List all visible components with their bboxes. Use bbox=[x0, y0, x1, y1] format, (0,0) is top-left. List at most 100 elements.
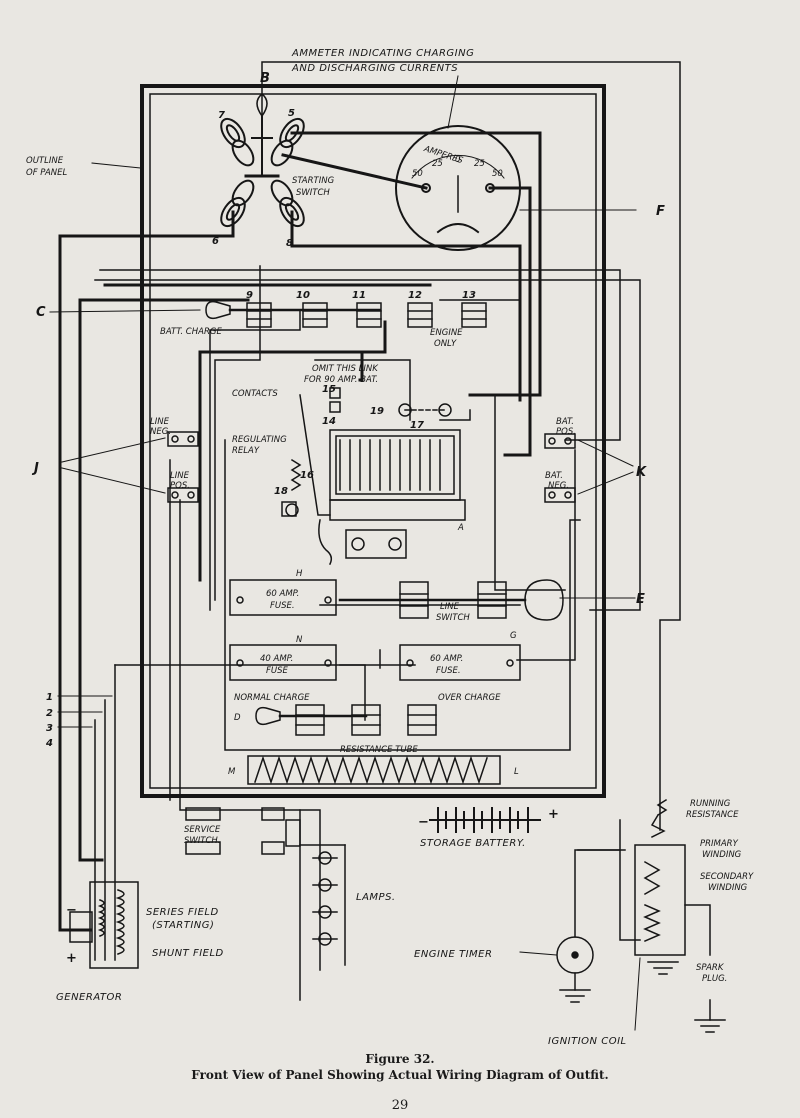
line-pos-label-line1: LINE bbox=[170, 471, 190, 481]
battery-minus: − bbox=[418, 815, 429, 830]
number-16: 16 bbox=[300, 470, 314, 481]
figure-subtitle: Front View of Panel Showing Actual Wirin… bbox=[191, 1068, 609, 1082]
number-8: 8 bbox=[286, 238, 293, 249]
letter-f: F bbox=[656, 204, 665, 219]
running-resistance-label-line2: RESISTANCE bbox=[686, 810, 739, 820]
line-pos-label-line2: POS. bbox=[170, 481, 190, 491]
line-switch-label-line1: LINE bbox=[440, 602, 460, 612]
fuses bbox=[229, 579, 521, 681]
generator-plus: + bbox=[66, 951, 77, 966]
lamps bbox=[299, 844, 346, 966]
service-switch bbox=[185, 807, 301, 855]
shunt-field-label: SHUNT FIELD bbox=[152, 948, 224, 959]
running-resistance-label-line1: RUNNING bbox=[690, 799, 731, 809]
letter-b: B bbox=[260, 71, 270, 86]
starting-switch bbox=[220, 93, 305, 228]
figure-title: Figure 32. bbox=[365, 1052, 435, 1066]
letter-e: E bbox=[636, 592, 645, 607]
outline-label-line1: OUTLINE bbox=[26, 156, 64, 166]
number-15: 15 bbox=[322, 384, 336, 395]
reference-numbers: 1 2 3 4 5 6 7 8 9 10 11 12 13 14 15 16 1… bbox=[45, 108, 476, 749]
ammeter-label-line2: AND DISCHARGING CURRENTS bbox=[291, 63, 458, 74]
storage-battery bbox=[429, 807, 541, 833]
letter-l: L bbox=[514, 767, 519, 777]
bat-pos-label-line1: BAT. bbox=[556, 417, 574, 427]
bat-pos-label-line2: POS. bbox=[556, 427, 576, 437]
fuse-40-label-line2: FUSE bbox=[266, 666, 289, 676]
engine-timer-label: ENGINE TIMER bbox=[414, 949, 492, 960]
service-switch-label-line1: SERVICE bbox=[184, 825, 221, 835]
primary-winding-label-line2: WINDING bbox=[702, 850, 742, 860]
text-labels: AMMETER INDICATING CHARGING AND DISCHARG… bbox=[26, 48, 754, 1047]
page-number: 29 bbox=[391, 1098, 409, 1113]
number-14: 14 bbox=[322, 416, 336, 427]
ignition-coil-label: IGNITION COIL bbox=[548, 1036, 627, 1047]
starting-switch-label-line2: SWITCH bbox=[296, 188, 330, 198]
series-field-label-line2: (STARTING) bbox=[152, 920, 214, 931]
secondary-winding-label-line2: WINDING bbox=[708, 883, 748, 893]
number-19: 19 bbox=[370, 406, 384, 417]
number-9: 9 bbox=[246, 290, 253, 301]
primary-winding-label-line1: PRIMARY bbox=[700, 839, 739, 849]
spark-plug-label-line1: SPARK bbox=[696, 963, 725, 973]
fuse-40-label-line1: 40 AMP. bbox=[260, 654, 293, 664]
charge-selector-plugs bbox=[255, 704, 437, 736]
over-charge-label: OVER CHARGE bbox=[438, 693, 501, 703]
number-3: 3 bbox=[46, 723, 53, 734]
number-7: 7 bbox=[218, 110, 225, 121]
number-11: 11 bbox=[352, 290, 366, 301]
scale-25-right: 25 bbox=[474, 159, 485, 169]
engine-only-label-line2: ONLY bbox=[434, 339, 457, 349]
number-12: 12 bbox=[408, 290, 422, 301]
letter-h: H bbox=[296, 569, 303, 579]
scale-50-right: 50 bbox=[492, 169, 503, 179]
outline-label-line2: OF PANEL bbox=[26, 168, 68, 178]
letter-n: N bbox=[296, 635, 303, 645]
leader-lines bbox=[49, 75, 641, 1031]
secondary-wiring bbox=[94, 61, 681, 1001]
scale-25-left: 25 bbox=[432, 159, 443, 169]
number-6: 6 bbox=[212, 236, 219, 247]
omit-link-label-line1: OMIT THIS LINK bbox=[312, 364, 379, 374]
number-17: 17 bbox=[410, 420, 424, 431]
charge-plug-row bbox=[205, 300, 487, 328]
generator-minus: − bbox=[66, 903, 77, 918]
contacts-label: CONTACTS bbox=[232, 389, 278, 399]
terminal-blocks bbox=[167, 431, 576, 503]
generator-label: GENERATOR bbox=[56, 992, 122, 1003]
line-switch bbox=[338, 579, 564, 621]
secondary-winding-label-line1: SECONDARY bbox=[700, 872, 754, 882]
panel-outline bbox=[140, 84, 606, 798]
number-18: 18 bbox=[274, 486, 288, 497]
line-neg-label-line1: LINE bbox=[150, 417, 170, 427]
regulating-relay-label-line2: RELAY bbox=[232, 446, 260, 456]
letter-j: J bbox=[31, 461, 39, 476]
letter-c: C bbox=[36, 305, 46, 320]
series-field-label-line1: SERIES FIELD bbox=[146, 907, 219, 918]
scale-50-left: 50 bbox=[412, 169, 423, 179]
battery-plus: + bbox=[548, 807, 559, 822]
number-10: 10 bbox=[296, 290, 310, 301]
normal-charge-label: NORMAL CHARGE bbox=[234, 693, 310, 703]
scale-0: 0 bbox=[455, 155, 460, 165]
ignition-circuit bbox=[556, 798, 726, 1033]
letter-a: A bbox=[457, 523, 464, 533]
generator bbox=[69, 881, 139, 969]
fuse-60b-label-line1: 60 AMP. bbox=[430, 654, 463, 664]
line-switch-label-line2: SWITCH bbox=[436, 613, 470, 623]
number-1: 1 bbox=[46, 692, 53, 703]
fuse-60b-label-line2: FUSE. bbox=[436, 666, 461, 676]
letter-m: M bbox=[228, 767, 236, 777]
bat-neg-label-line1: BAT. bbox=[545, 471, 563, 481]
number-2: 2 bbox=[46, 708, 53, 719]
resistance-tube bbox=[247, 755, 501, 785]
fuse-60a-label-line2: FUSE. bbox=[270, 601, 295, 611]
ammeter-scale: 50 25 0 25 50 bbox=[412, 155, 503, 179]
batt-charge-label: BATT. CHARGE bbox=[160, 327, 222, 337]
number-5: 5 bbox=[288, 108, 295, 119]
omit-link-label-line2: FOR 90 AMP. BAT. bbox=[304, 375, 378, 385]
bat-neg-label-line2: NEG. bbox=[548, 481, 569, 491]
line-neg-label-line2: NEG. bbox=[150, 427, 171, 437]
engine-only-label-line1: ENGINE bbox=[430, 328, 463, 338]
